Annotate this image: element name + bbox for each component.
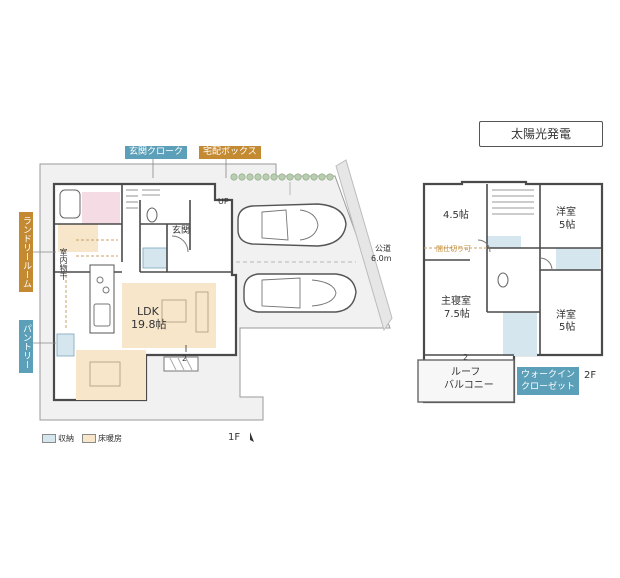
- toilet-1f: [146, 207, 158, 223]
- balcony-line2: バルコニー: [444, 380, 494, 391]
- floor-2f-label: 2F: [584, 370, 597, 381]
- toilet-2f: [497, 272, 509, 288]
- floor-heating-ldk: [122, 283, 216, 348]
- storage-2f-top: [487, 236, 521, 248]
- master-bedroom-name: 主寝室: [441, 296, 471, 307]
- storage-2f-right: [556, 248, 600, 270]
- public-road-label: 公道: [375, 244, 391, 253]
- walkin-line2: クローゼット: [521, 382, 576, 392]
- genkan-cloak-tag: 玄関クローク: [125, 146, 188, 159]
- floor-heating-laundry: [58, 224, 98, 252]
- youshitsu-b-size: 5帖: [559, 322, 576, 333]
- floor-1f-label: 1F: [228, 432, 241, 443]
- youshitsu-b-name: 洋室: [556, 310, 576, 321]
- ldk-sofa: [195, 291, 209, 333]
- walkin-line1: ウォークイン: [521, 370, 576, 380]
- legend-storage-label: 収納: [58, 434, 74, 443]
- ldk-table: [161, 299, 187, 323]
- solar-power-label: 太陽光発電: [479, 121, 603, 147]
- roof-balcony: [417, 359, 515, 403]
- youshitsu-a-name: 洋室: [556, 207, 576, 218]
- youshitsu-a-size: 5帖: [559, 220, 576, 231]
- laundry-room-tag: ランドリールーム: [19, 212, 33, 292]
- drying-lines: [65, 239, 118, 330]
- car-bottom: [243, 273, 357, 313]
- room-45-label: 4.5帖: [443, 210, 469, 221]
- legend-floor-heating-swatch: [82, 434, 96, 443]
- car-top: [237, 203, 347, 247]
- stair-mark-1f: 2: [182, 354, 188, 363]
- interior-walls-1f: [54, 184, 232, 273]
- walkin-closet-tag: ウォークイン クローゼット: [517, 367, 580, 395]
- sink: [93, 303, 111, 327]
- genkan-label: 玄関: [172, 226, 191, 236]
- door-2f-1: [477, 239, 491, 253]
- master-bedroom-size: 7.5帖: [444, 309, 470, 320]
- stair-mark-2f: 2: [463, 353, 469, 362]
- storage-cloak: [142, 247, 168, 269]
- up-label: UP: [218, 197, 229, 206]
- walkin-closet-area: [503, 312, 537, 356]
- deck-slats: [169, 357, 193, 371]
- ldk-size-label: 19.8帖: [131, 318, 167, 331]
- tag-leaders: [33, 159, 227, 344]
- ldk-label: LDK: [137, 305, 159, 318]
- delivery-box-tag: 宅配ボックス: [199, 146, 261, 159]
- legend-storage-swatch: [42, 434, 56, 443]
- road-width-label: 6.0m: [371, 254, 392, 263]
- stove-burner-2: [102, 286, 110, 294]
- dining-table: [89, 361, 121, 387]
- road-strip: [335, 159, 393, 332]
- door-2f-2: [539, 257, 553, 271]
- legend-floor-heating-label: 床暖房: [98, 434, 122, 443]
- bathtub: [59, 189, 81, 219]
- stairs-1f: [126, 189, 160, 209]
- stove-burner: [96, 276, 104, 284]
- entrance-door: [171, 235, 189, 253]
- north-arrow: [250, 432, 254, 442]
- storage-pantry: [56, 333, 75, 357]
- stairs-2f: [492, 189, 534, 215]
- pantry-tag: パントリー: [19, 320, 33, 373]
- indoor-drying-label: 室内物干: [59, 248, 68, 280]
- floor-heating-dining: [76, 350, 146, 400]
- balcony-line1: ルーフ: [451, 367, 481, 378]
- divider-note: 間仕切り可: [436, 245, 471, 253]
- hedge-row: [230, 173, 334, 181]
- bath-area: [82, 192, 120, 224]
